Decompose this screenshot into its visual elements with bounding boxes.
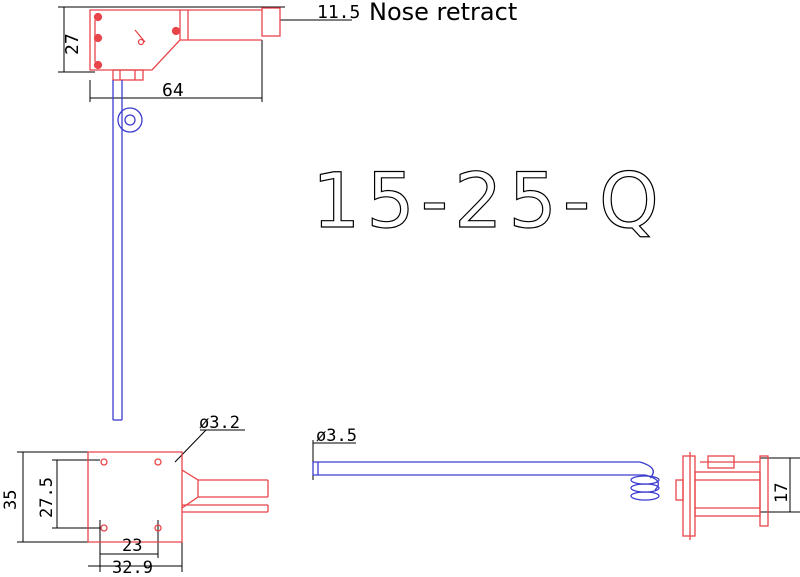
- landing-wire: [312, 461, 660, 501]
- top-view-height-dim: 27: [62, 33, 83, 55]
- outer-width-dim: 32.9: [112, 558, 153, 577]
- nose-strut: [112, 80, 143, 421]
- retract-unit: [675, 452, 769, 540]
- bottom-left-body: [87, 451, 269, 543]
- top-view-end-dim: 11.5: [317, 2, 360, 23]
- bottom-left-dimension-lines: [17, 429, 245, 572]
- top-view-dimension-lines: [58, 6, 352, 102]
- unit-height-dim: 17: [772, 483, 792, 503]
- outer-height-dim: 35: [1, 490, 21, 510]
- wire-dim: ø3.5: [316, 426, 357, 446]
- top-view-width-dim: 64: [162, 80, 184, 101]
- caption: Nose retract: [369, 0, 517, 26]
- hole-dim: ø3.2: [199, 413, 240, 433]
- bottom-right-view: ø3.5 17: [312, 426, 800, 540]
- top-view-body: [89, 7, 281, 81]
- bottom-right-dimension-lines: [312, 440, 800, 513]
- model-number: 15-25-Q: [312, 156, 665, 245]
- bottom-left-view: ø3.2 35 27.5 23 32.9: [1, 413, 269, 577]
- inner-width-dim: 23: [122, 536, 142, 556]
- top-view: 27 64 11.5 Nose retract: [58, 0, 517, 421]
- inner-height-dim: 27.5: [37, 477, 57, 518]
